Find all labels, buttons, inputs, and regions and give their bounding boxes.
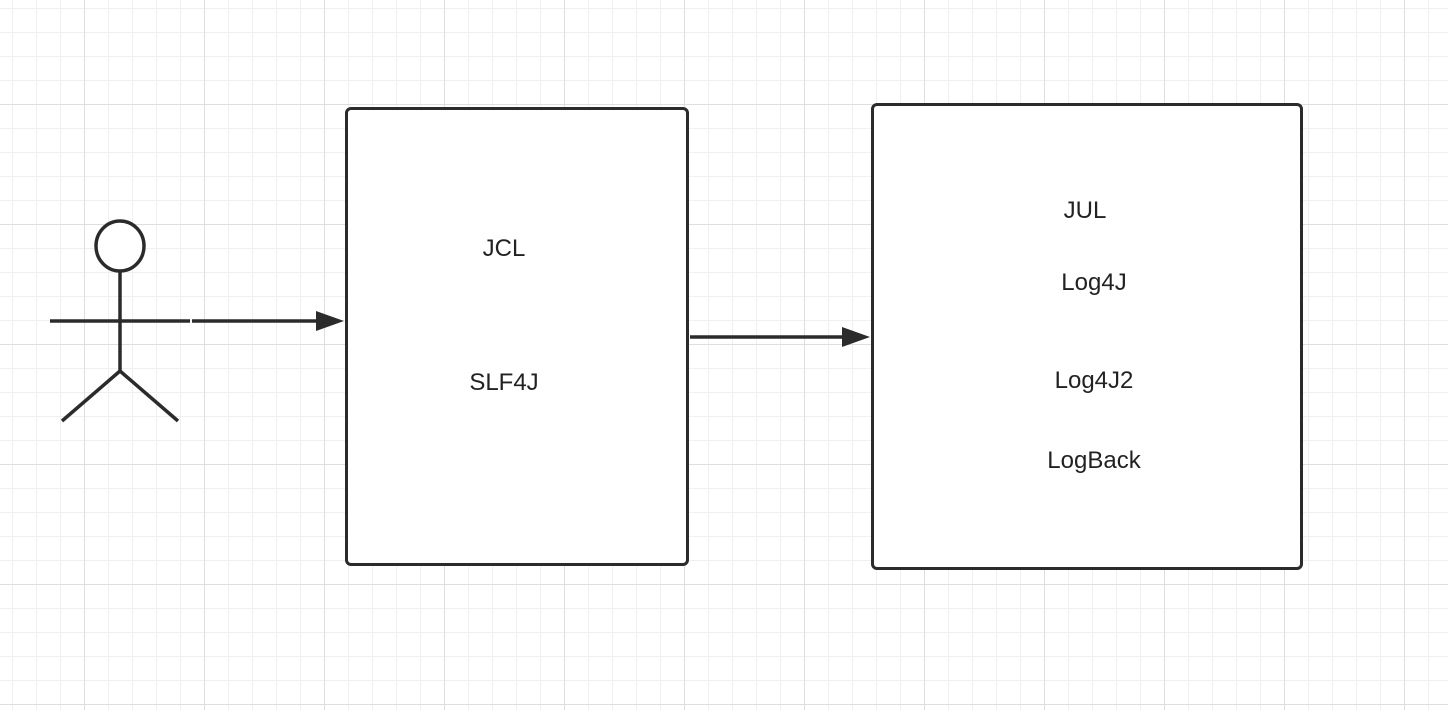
- actor-left-leg: [60, 369, 122, 423]
- facade-item-jcl: JCL: [482, 235, 526, 262]
- actor-head: [94, 219, 146, 273]
- arrow-facade-to-implementation[interactable]: [690, 327, 870, 347]
- impl-item-logback: LogBack: [1047, 447, 1141, 474]
- facade-item-slf4j: SLF4J: [469, 369, 539, 396]
- impl-item-log4j: Log4J: [1061, 269, 1127, 296]
- implementation-box[interactable]: [871, 103, 1303, 570]
- impl-item-jul: JUL: [1063, 197, 1107, 224]
- impl-item-log4j2: Log4J2: [1054, 367, 1134, 394]
- actor-icon[interactable]: [50, 219, 190, 423]
- arrow-actor-to-facade[interactable]: [192, 311, 344, 331]
- actor-right-leg: [118, 369, 180, 423]
- facade-box[interactable]: [345, 107, 689, 566]
